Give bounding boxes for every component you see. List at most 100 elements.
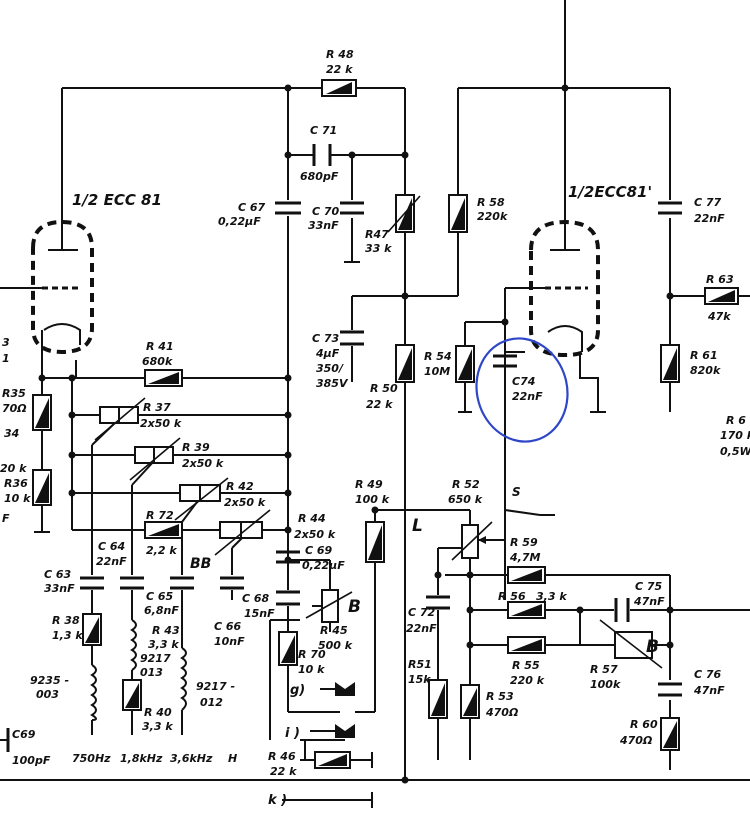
label-r51-value: 15k — [408, 673, 431, 686]
label-r40-value: 3,3 k — [142, 720, 173, 733]
label-freq-h: H — [228, 752, 237, 765]
label-r70: R 70 — [298, 648, 326, 661]
label-r42: R 42 — [226, 480, 254, 493]
label-r45: R 45 — [320, 624, 348, 637]
label-r38-value: 1,3 k — [52, 629, 83, 642]
label-r34-value: 20 k — [0, 462, 27, 475]
label-r58-value: 220k — [477, 210, 508, 223]
label-c68-value: 15nF — [244, 607, 275, 620]
label-c77-value: 22nF — [694, 212, 725, 225]
label-c68: C 68 — [242, 592, 270, 605]
label-r57: R 57 — [590, 663, 618, 676]
label-r60-value: 470Ω — [619, 734, 652, 747]
label-c66: C 66 — [214, 620, 242, 633]
label-r54-value: 10M — [424, 365, 450, 378]
label-n1: 1 — [2, 352, 10, 365]
label-r59: R 59 — [510, 536, 538, 549]
label-c67-value: 0,22µF — [218, 215, 261, 228]
label-c74-value: 22nF — [512, 390, 543, 403]
label-c64: C 64 — [98, 540, 125, 553]
label-r39-value: 2x50 k — [182, 457, 224, 470]
tube-right: 1/2ECC81' — [529, 183, 652, 358]
label-r37: R 37 — [143, 401, 171, 414]
label-c63: C 63 — [44, 568, 72, 581]
label-r63-value: 47k — [707, 310, 731, 323]
label-r61: R 61 — [690, 349, 718, 362]
coils — [90, 619, 187, 721]
label-c71: C 71 — [310, 124, 337, 137]
label-k: k ) — [268, 793, 287, 808]
label-coil1-a: 9235 - — [30, 674, 69, 687]
label-r53-value: 470Ω — [485, 706, 518, 719]
label-c74: C74 — [512, 375, 535, 388]
label-r58: R 58 — [477, 196, 505, 209]
label-c70-value: 33nF — [308, 219, 339, 232]
label-r37-value: 2x50 k — [140, 417, 182, 430]
label-r50-value: 22 k — [366, 398, 393, 411]
label-freq-750: 750Hz — [72, 752, 111, 765]
junctions — [38, 84, 674, 784]
tube-left: 1/2 ECC 81 — [31, 191, 162, 362]
label-c69: C 69 — [305, 544, 333, 557]
label-r55-value: 220 k — [510, 674, 545, 687]
label-freq-36: 3,6kHz — [170, 752, 213, 765]
label-c70: C 70 — [312, 205, 340, 218]
label-r52: R 52 — [452, 478, 480, 491]
label-n33: 3 — [2, 336, 10, 349]
label-c67: C 67 — [238, 201, 266, 214]
label-r36-value: 10 k — [4, 492, 31, 505]
label-c72-value: 22nF — [406, 622, 437, 635]
label-c73-v3: 385V — [316, 377, 349, 390]
label-c65-value: 6,8nF — [144, 604, 179, 617]
label-r44-value: 2x50 k — [294, 528, 336, 541]
label-g: g) — [290, 683, 305, 698]
switches — [282, 682, 355, 801]
label-r6x-v2: 0,5W — [720, 445, 750, 458]
label-r47: R47 — [365, 228, 389, 241]
label-c65: C 65 — [146, 590, 174, 603]
label-r38: R 38 — [52, 614, 80, 627]
label-c77: C 77 — [694, 196, 722, 209]
label-c73-v2: 350/ — [316, 362, 344, 375]
label-S: S — [512, 485, 521, 499]
tube-left-label: 1/2 ECC 81 — [72, 191, 162, 209]
label-c69b: C69 — [12, 728, 36, 741]
label-r48-value: 22 k — [326, 63, 353, 76]
label-r55: R 55 — [512, 659, 540, 672]
label-c71-value: 680pF — [300, 170, 339, 183]
label-c75-value: 47nF — [633, 595, 665, 608]
label-r45-value: 500 k — [318, 639, 353, 652]
label-c66-value: 10nF — [214, 635, 245, 648]
label-r43-value: 3,3 k — [148, 638, 179, 651]
label-r53: R 53 — [486, 690, 514, 703]
label-r61-value: 820k — [690, 364, 721, 377]
label-c72: C 72 — [408, 606, 436, 619]
label-coil1-b: 003 — [36, 688, 59, 701]
label-r60: R 60 — [630, 718, 658, 731]
label-c73: C 73 — [312, 332, 340, 345]
resistors — [32, 79, 739, 769]
capacitors — [6, 144, 682, 752]
label-r41: R 41 — [146, 340, 174, 353]
label-r72: R 72 — [146, 509, 174, 522]
label-c69b-value: 100pF — [12, 754, 51, 767]
labels: R 48 22 k C 71 680pF C 67 0,22µF C 70 33… — [0, 48, 750, 808]
label-r35-value: 70Ω — [2, 402, 27, 415]
label-r49: R 49 — [355, 478, 383, 491]
label-r51: R51 — [408, 658, 432, 671]
label-r49-value: 100 k — [355, 493, 390, 506]
label-c75: C 75 — [635, 580, 663, 593]
label-r52-value: 650 k — [448, 493, 483, 506]
label-r44: R 44 — [298, 512, 326, 525]
potentiometers — [94, 397, 663, 669]
label-freq-18: 1,8kHz — [120, 752, 163, 765]
label-r42-value: 2x50 k — [224, 496, 266, 509]
label-f: F — [2, 512, 10, 525]
label-r6x: R 6 — [726, 414, 746, 427]
label-r6x-v1: 170 k — [720, 429, 750, 442]
label-r63: R 63 — [706, 273, 734, 286]
label-c64-value: 22nF — [96, 555, 127, 568]
label-r57-value: 100k — [590, 678, 621, 691]
label-r54: R 54 — [424, 350, 452, 363]
